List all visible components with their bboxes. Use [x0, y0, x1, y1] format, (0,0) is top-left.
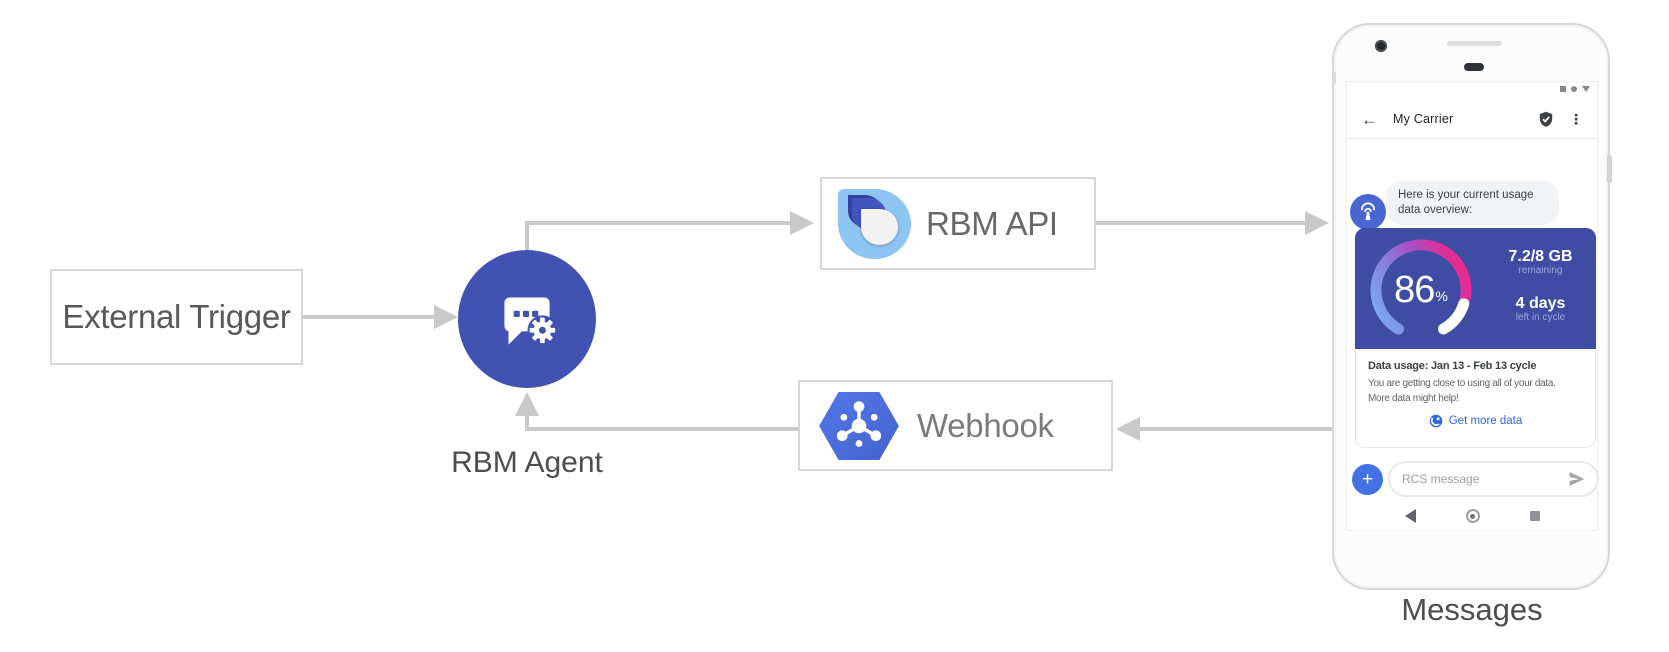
nav-home-icon[interactable]	[1465, 509, 1480, 523]
usage-days: 4 days	[1515, 295, 1566, 312]
arrow-trigger-to-agent	[303, 315, 435, 319]
rbm-agent-label: RBM Agent	[451, 446, 603, 479]
add-attachment-button[interactable]: +	[1352, 464, 1383, 495]
usage-summary-column: 7.2/8 GB remaining 4 days left in cycle	[1491, 248, 1590, 324]
usage-card-body: You are getting close to using all of yo…	[1368, 377, 1583, 406]
arrow-agent-to-api-vertical	[525, 221, 529, 252]
usage-percent-value: 86	[1394, 268, 1435, 311]
status-bar	[1560, 86, 1590, 92]
sim-tray	[1332, 72, 1336, 84]
header-divider	[1347, 138, 1597, 139]
usage-body-line-2: More data might help!	[1368, 392, 1459, 404]
get-more-data-label: Get more data	[1448, 415, 1523, 427]
usage-gauge	[1370, 239, 1472, 335]
external-trigger-box: External Trigger	[50, 269, 303, 365]
arrowhead-trigger-to-agent	[434, 305, 458, 329]
usage-rich-card: 86 % 7.2/8 GB remaining 4 days left in c…	[1355, 228, 1596, 448]
rbm-droplet-logo-icon	[838, 188, 911, 259]
globe-icon	[1429, 414, 1443, 428]
arrowhead-agent-to-api	[790, 211, 814, 235]
back-arrow-icon[interactable]: ←	[1361, 109, 1378, 129]
front-camera	[1375, 40, 1387, 52]
webhook-label: Webhook	[917, 406, 1054, 444]
nav-recents-icon[interactable]	[1529, 511, 1540, 521]
webhook-box: Webhook	[798, 380, 1113, 471]
bubble-line-1: Here is your current usage	[1398, 189, 1534, 201]
arrow-agent-to-api	[525, 221, 791, 225]
chat-bubble: Here is your current usage data overview…	[1386, 181, 1559, 225]
rbm-api-label: RBM API	[926, 204, 1058, 242]
usage-percent: 86 %	[1369, 238, 1473, 342]
usage-body-line-1: You are getting close to using all of yo…	[1368, 378, 1556, 389]
arrow-phone-to-webhook	[1140, 427, 1333, 431]
status-square-icon	[1560, 86, 1566, 92]
plus-icon: +	[1361, 469, 1374, 490]
carrier-avatar	[1350, 194, 1386, 230]
arrow-webhook-to-agent-vertical	[525, 414, 529, 431]
usage-detail-panel: Data usage: Jan 13 - Feb 13 cycle You ar…	[1355, 349, 1596, 448]
rbm-agent-node	[458, 250, 596, 388]
arrow-webhook-to-agent	[525, 427, 798, 431]
arrowhead-phone-to-webhook	[1116, 417, 1140, 441]
conversation-title: My Carrier	[1393, 112, 1454, 126]
nav-back-icon[interactable]	[1404, 509, 1416, 523]
send-icon[interactable]	[1568, 471, 1585, 487]
verified-shield-icon	[1539, 111, 1553, 127]
external-trigger-label: External Trigger	[62, 298, 291, 335]
rcs-message-input[interactable]	[1402, 472, 1568, 486]
usage-gauge-panel: 86 % 7.2/8 GB remaining 4 days left in c…	[1355, 228, 1596, 349]
compose-bar	[1388, 461, 1599, 497]
usage-percent-sign: %	[1435, 288, 1448, 304]
usage-days-caption: left in cycle	[1515, 312, 1566, 323]
phone-screen: ← My Carrier ⋮	[1346, 81, 1599, 531]
conversation-header: ← My Carrier ⋮	[1347, 101, 1597, 137]
status-triangle-icon	[1582, 86, 1590, 92]
arrowhead-webhook-to-agent	[515, 392, 539, 416]
messages-caption: Messages	[1401, 592, 1543, 627]
cloud-pubsub-hexagon-icon	[819, 391, 899, 460]
bubble-line-2: data overview:	[1398, 204, 1473, 216]
power-button[interactable]	[1607, 155, 1612, 183]
overflow-menu-icon[interactable]: ⋮	[1569, 110, 1583, 127]
usage-amount: 7.2/8 GB	[1508, 248, 1573, 265]
chat-bubble-gear-icon	[504, 297, 558, 346]
antenna-broadcast-icon	[1360, 202, 1376, 220]
usage-amount-caption: remaining	[1518, 265, 1563, 276]
earpiece	[1464, 63, 1484, 71]
phone-mockup: ← My Carrier ⋮	[1332, 23, 1612, 590]
speaker-slot	[1447, 41, 1502, 46]
rbm-api-box: RBM API	[820, 177, 1096, 270]
arrowhead-api-to-phone	[1305, 211, 1329, 235]
status-circle-icon	[1571, 86, 1577, 92]
android-nav-bar	[1347, 506, 1597, 526]
arrow-api-to-phone	[1096, 221, 1306, 225]
get-more-data-button[interactable]: Get more data	[1368, 414, 1583, 428]
usage-card-title: Data usage: Jan 13 - Feb 13 cycle	[1368, 360, 1537, 372]
